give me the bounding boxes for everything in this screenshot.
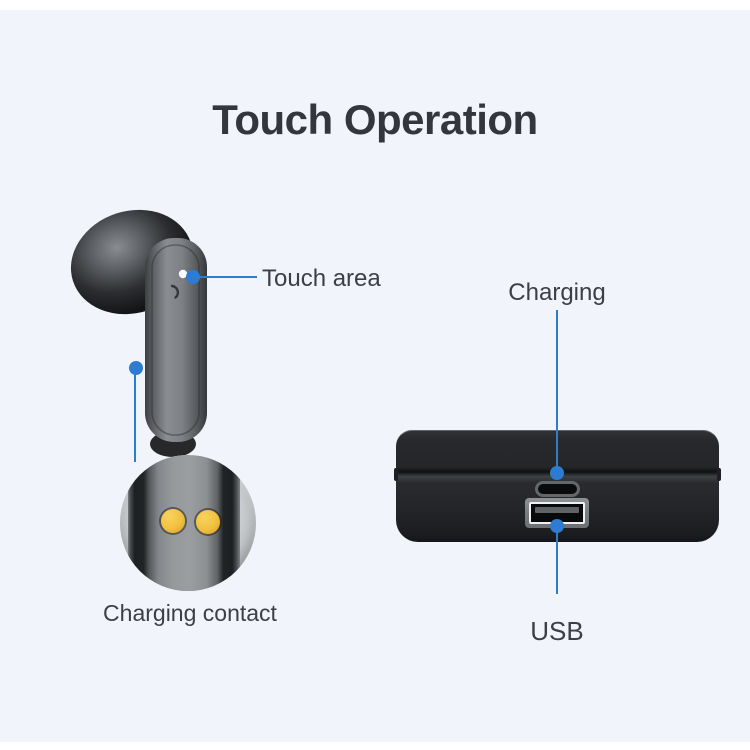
usb-a-port [525, 498, 589, 528]
charging-contact-leader-line [134, 374, 136, 462]
touch-sensor-mark [170, 284, 180, 299]
touch-area-dot [186, 270, 200, 284]
charging-port-dot [550, 466, 564, 480]
touch-area-label: Touch area [262, 265, 381, 292]
earbud-stem-face-outline [151, 244, 200, 436]
case-seam-notch-left [394, 468, 398, 481]
bottom-white-band [0, 742, 750, 750]
charging-contact-pin-left [161, 509, 185, 533]
micro-usb-port [535, 481, 580, 497]
charging-leader-line [556, 310, 558, 467]
charging-contact-dot [129, 361, 143, 375]
earbud-stem [145, 238, 207, 442]
charging-contact-pin-right [196, 510, 220, 534]
page-title: Touch Operation [212, 96, 538, 143]
usb-leader-line [556, 532, 558, 594]
usb-label: USB [530, 616, 584, 646]
case-seam-notch-right [717, 468, 721, 481]
charging-label: Charging [508, 279, 606, 306]
led-indicator-dot [178, 269, 188, 279]
top-white-band [0, 0, 750, 10]
charging-contact-label: Charging contact [103, 600, 277, 626]
usb-port-dot [550, 519, 564, 533]
earbud-illustration [70, 209, 207, 457]
magnifier-circle [120, 455, 256, 591]
touch-area-leader-line [199, 276, 257, 278]
usb-a-tongue [535, 507, 579, 513]
